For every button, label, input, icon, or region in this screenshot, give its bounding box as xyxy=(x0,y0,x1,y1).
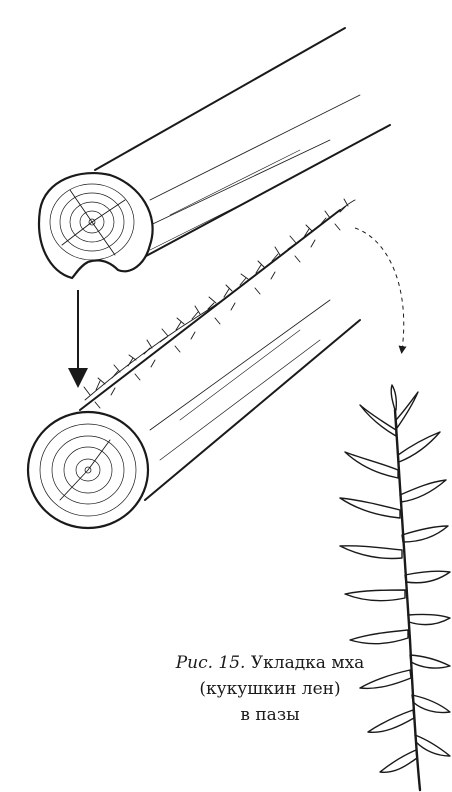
dashed-arrow xyxy=(355,228,404,350)
figure-caption: Рис. 15. Укладка мха (кукушкин лен) в па… xyxy=(150,650,390,728)
caption-line-2: (кукушкин лен) xyxy=(150,676,390,702)
caption-line-3: в пазы xyxy=(150,702,390,728)
caption-line-1: Рис. 15. Укладка мха xyxy=(150,650,390,676)
caption-text-1: Укладка мха xyxy=(251,653,364,673)
figure-label: Рис. 15. xyxy=(176,653,246,673)
top-log xyxy=(39,28,390,278)
moss-plant xyxy=(340,385,450,790)
